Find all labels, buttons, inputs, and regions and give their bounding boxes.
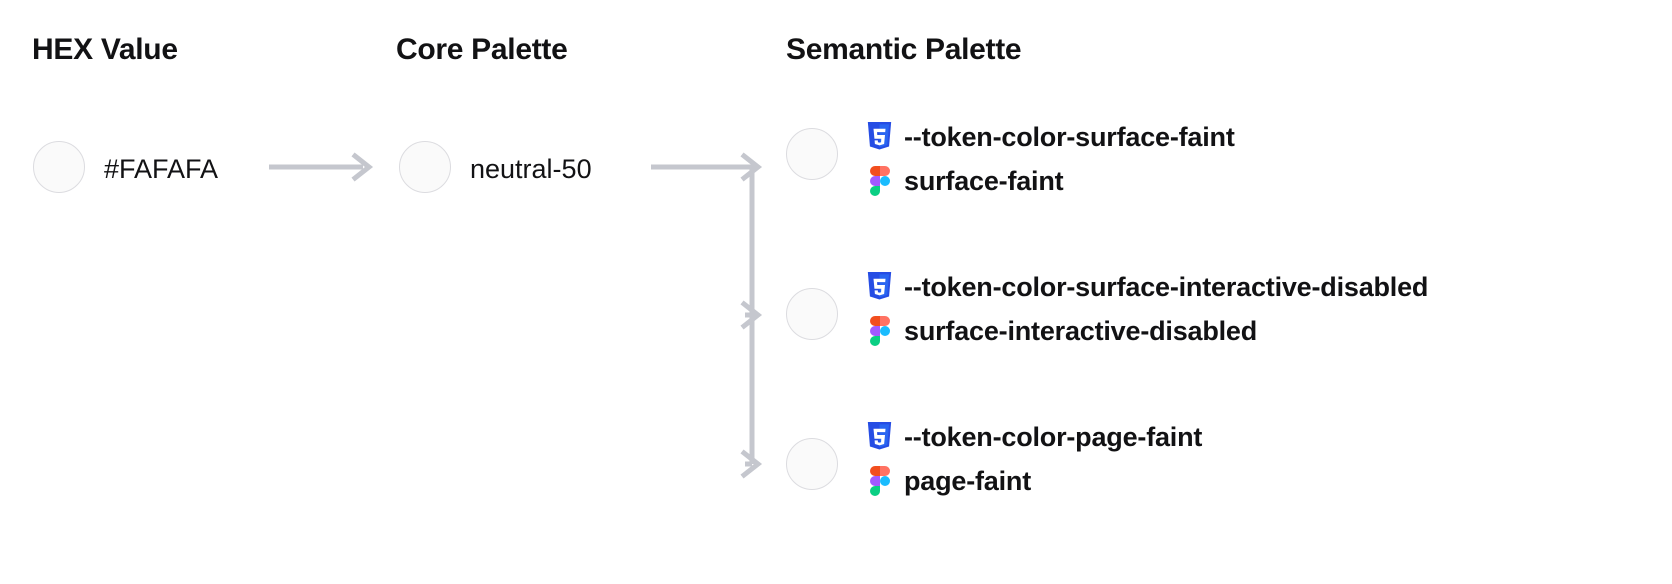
color-swatch-semantic-2 (786, 438, 838, 490)
figma-icon (866, 316, 893, 346)
css3-icon (866, 272, 893, 302)
color-swatch-core (399, 141, 451, 193)
css-token-text: --token-color-page-faint (904, 421, 1203, 452)
figma-token-text: page-faint (904, 465, 1032, 496)
hex-value-label: #FAFAFA (104, 154, 219, 184)
css-token-text: --token-color-surface-faint (904, 121, 1235, 152)
css-token-line: --token-color-page-faint (866, 415, 1656, 459)
column-heading-core-palette: Core Palette (396, 33, 568, 66)
figma-icon (866, 466, 893, 496)
color-swatch-semantic-1 (786, 288, 838, 340)
figma-token-text: surface-faint (904, 165, 1064, 196)
css-token-line: --token-color-surface-interactive-disabl… (866, 265, 1656, 309)
semantic-row: --token-color-surface-faint surface-fain… (866, 115, 1656, 203)
color-swatch-hex (33, 141, 85, 193)
figma-token-text: surface-interactive-disabled (904, 315, 1258, 346)
arrow-hex-to-core (269, 152, 374, 182)
css-token-line: --token-color-surface-faint (866, 115, 1656, 159)
column-heading-semantic-palette: Semantic Palette (786, 33, 1022, 66)
arrow-core-to-semantic-branch (651, 152, 763, 479)
figma-token-line: surface-interactive-disabled (866, 309, 1656, 353)
color-swatch-semantic-0 (786, 128, 838, 180)
css3-icon (866, 422, 893, 452)
column-heading-hex-value: HEX Value (32, 33, 178, 66)
core-palette-label: neutral-50 (470, 154, 592, 184)
css3-icon (866, 122, 893, 152)
figma-token-line: surface-faint (866, 159, 1656, 203)
figma-token-line: page-faint (866, 459, 1656, 503)
semantic-row: --token-color-surface-interactive-disabl… (866, 265, 1656, 353)
css-token-text: --token-color-surface-interactive-disabl… (904, 271, 1429, 302)
figma-icon (866, 166, 893, 196)
semantic-row: --token-color-page-faint page-faint (866, 415, 1656, 503)
